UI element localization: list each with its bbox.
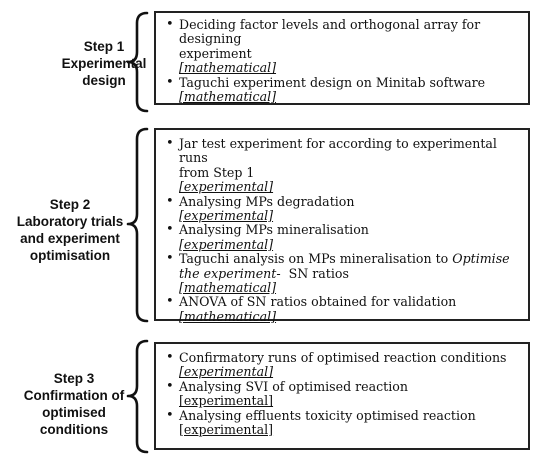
step-2-item-1-tag: [experimental] — [179, 179, 274, 195]
step-1-list: Deciding factor levels and orthogonal ar… — [163, 17, 522, 105]
step-2-label: Step 2 Laboratory trials and experiment … — [2, 196, 138, 264]
step-1-item-1: Deciding factor levels and orthogonal ar… — [166, 17, 522, 76]
step-1-item-2-tag: [mathematical] — [179, 89, 277, 105]
step-2-number: Step 2 — [49, 197, 91, 212]
step-2-item-1-line-1: Jar test experiment for according to exp… — [179, 136, 497, 166]
step-2-title-line-2: and experiment — [20, 231, 120, 246]
step-3-item-2-line-1: Analysing SVI of optimised reaction — [179, 378, 408, 394]
step-1-title-line-1: Experimental — [61, 56, 147, 71]
step-2-item-2: Analysing MPs degradation [experimental] — [166, 193, 522, 224]
step-2-item-3-line-1: Analysing MPs mineralisation — [179, 222, 369, 238]
step-2-item-3: Analysing MPs mineralisation [experiment… — [166, 222, 522, 252]
step-2-item-4-tag: [mathematical] — [179, 280, 277, 296]
step-2-item-5-tag: [mathematical] — [179, 308, 277, 324]
step-1-item-2: Taguchi experiment design on Minitab sof… — [166, 74, 522, 105]
step-3-number: Step 3 — [53, 371, 95, 386]
step-1-item-1-tag: [mathematical] — [179, 60, 277, 76]
step-1-item-1-line-2: experiment — [179, 45, 252, 61]
step-3-item-3-tag: [experimental] — [179, 422, 274, 438]
step-2-item-2-line-1: Analysing MPs degradation — [179, 193, 355, 209]
step-2-item-4-line-1: Taguchi analysis on MPs mineralisation t… — [179, 251, 449, 267]
step-2-item-4-line-2: Optimise the experiment- — [179, 251, 510, 281]
step-1-number: Step 1 — [83, 39, 125, 54]
step-3-item-2: Analysing SVI of optimised reaction [exp… — [166, 378, 522, 409]
step-1-label: Step 1 Experimental design — [44, 38, 164, 89]
step-2-item-5-line-1: ANOVA of SN ratios obtained for validati… — [179, 294, 457, 310]
step-2-item-1-line-2: from Step 1 — [179, 164, 255, 180]
step-2-box: Jar test experiment for according to exp… — [154, 128, 530, 324]
step-3-item-3-line-1: Analysing effluents toxicity optimised r… — [179, 407, 476, 423]
step-3-title-line-1: Confirmation of — [23, 388, 125, 403]
step-3-item-1: Confirmatory runs of optimised reaction … — [166, 350, 522, 380]
step-2-item-4: Taguchi analysis on MPs mineralisation t… — [166, 251, 522, 296]
step-2-title-line-1: Laboratory trials — [16, 214, 124, 229]
step-3-item-3: Analysing effluents toxicity optimised r… — [166, 407, 522, 438]
step-1-item-2-line-1: Taguchi experiment design on Minitab sof… — [179, 74, 486, 90]
step-3-title-line-2: optimised — [42, 405, 106, 420]
step-2-item-1: Jar test experiment for according to exp… — [166, 136, 522, 195]
step-1-box: Deciding factor levels and orthogonal ar… — [154, 11, 530, 105]
step-2-brace — [126, 127, 149, 323]
step-3-item-2-tag: [experimental] — [179, 393, 274, 409]
step-1-item-1-line-1: Deciding factor levels and orthogonal ar… — [179, 17, 481, 47]
step-2-list: Jar test experiment for according to exp… — [163, 136, 522, 324]
step-1-brace — [126, 11, 149, 113]
step-3-brace — [126, 339, 149, 454]
step-1-title-line-2: design — [82, 73, 126, 88]
step-3-list: Confirmatory runs of optimised reaction … — [163, 350, 522, 438]
step-2-item-4-line-3: SN ratios — [288, 265, 349, 281]
step-3-box: Confirmatory runs of optimised reaction … — [154, 342, 530, 450]
step-3-label: Step 3 Confirmation of optimised conditi… — [14, 370, 134, 438]
step-2-item-2-tag: [experimental] — [179, 208, 274, 224]
step-3-title-line-3: conditions — [39, 422, 109, 437]
step-2-title-line-3: optimisation — [29, 248, 111, 263]
step-3-item-1-line-1: Confirmatory runs of optimised reaction … — [179, 350, 507, 365]
step-3-item-1-tag: [experimental] — [179, 364, 274, 380]
step-2-item-5: ANOVA of SN ratios obtained for validati… — [166, 294, 522, 324]
step-2-item-3-tag: [experimental] — [179, 236, 274, 252]
